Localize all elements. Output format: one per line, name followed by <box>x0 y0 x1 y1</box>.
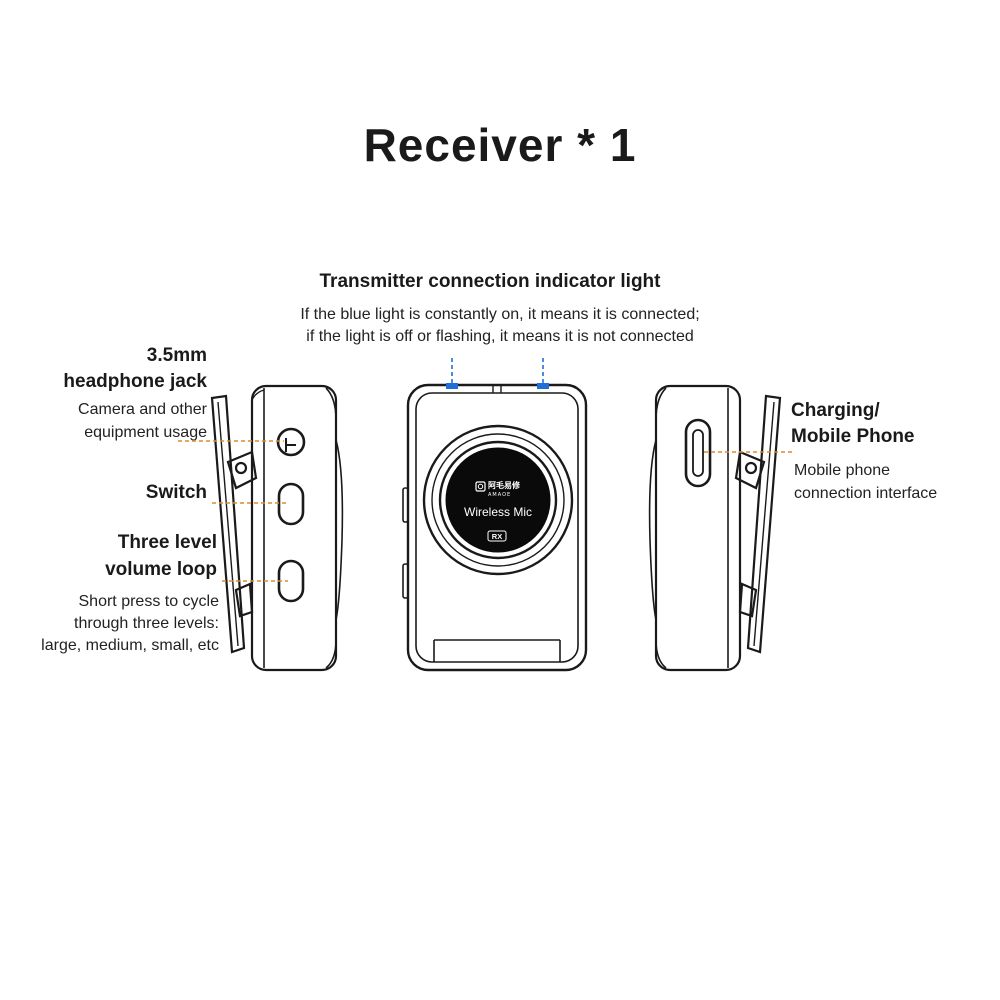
switch-button-shape <box>277 482 305 526</box>
usb-c-port-inner <box>692 429 704 477</box>
indicator-desc-line2: if the light is off or flashing, it mean… <box>306 328 694 345</box>
headphone-jack-port <box>276 427 306 457</box>
headphone-desc-line1: Camera and other <box>78 401 207 418</box>
volume-heading-line1: Three level <box>117 532 217 553</box>
screen-badge-box <box>487 530 507 542</box>
headphone-desc-line2: equipment usage <box>84 424 207 441</box>
headphone-heading-line1: 3.5mm <box>146 345 207 366</box>
screen-product: Wireless Mic <box>464 505 532 519</box>
indicator-desc-line1: If the blue light is constantly on, it m… <box>300 306 700 323</box>
screen-brand: 阿毛易修 <box>488 480 521 490</box>
volume-button-shape <box>277 559 305 603</box>
right-clip <box>734 394 782 654</box>
usb-c-port-outer <box>684 418 712 488</box>
charging-heading-line2: Mobile Phone <box>791 426 915 447</box>
charging-heading-line1: Charging/ <box>791 400 880 421</box>
switch-heading: Switch <box>145 482 207 503</box>
page-title: Receiver * 1 <box>363 119 637 171</box>
indicator-heading: Transmitter connection indicator light <box>319 271 661 292</box>
middle-ring <box>431 433 565 567</box>
left-clip <box>210 394 258 654</box>
charging-desc-line1: Mobile phone <box>794 462 891 479</box>
charging-desc-line2: connection interface <box>794 485 938 502</box>
screen-contents: 阿毛易修 AMAOE Wireless Mic RX <box>464 480 532 542</box>
indicator-light-left <box>446 383 458 389</box>
receiver-left-side-view <box>210 384 344 672</box>
volume-desc-line3: large, medium, small, etc <box>41 637 219 654</box>
receiver-right-side-view <box>648 384 782 672</box>
brand-logo-icon <box>475 481 486 492</box>
screen-badge: RX <box>492 532 502 541</box>
outer-ring <box>422 424 574 576</box>
volume-desc-line1: Short press to cycle <box>78 593 220 610</box>
screen-brand-sub: AMAOE <box>488 492 511 498</box>
screen-disc <box>445 447 551 553</box>
indicator-light-right <box>537 383 549 389</box>
left-leader-lines <box>178 440 288 582</box>
front-body-outer <box>406 383 588 672</box>
volume-desc-line2: through three levels: <box>74 615 219 632</box>
volume-heading-line2: volume loop <box>105 559 217 580</box>
headphone-heading-line2: headphone jack <box>63 371 207 392</box>
receiver-front-view <box>402 383 588 672</box>
inner-ring <box>438 440 558 560</box>
front-body-inner <box>415 392 579 663</box>
indicator-lights <box>446 358 549 389</box>
